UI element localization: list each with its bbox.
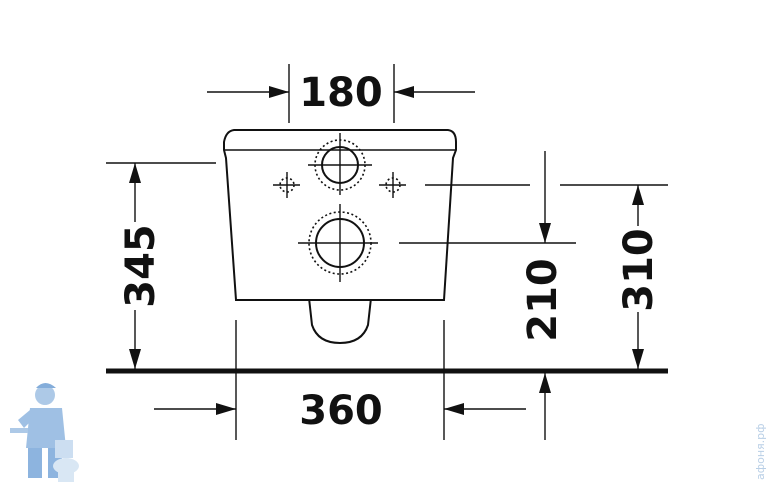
dimension-bottom-width: 360 [154,320,526,440]
plumber-mascot-icon [10,383,79,482]
dimension-label-bottom-width: 360 [299,388,383,434]
watermark-site-text: афоня.рф [754,423,767,480]
dimension-label-middle-height: 210 [520,258,566,342]
mounting-hole-right [379,172,406,198]
dimension-right-height: 310 [425,184,668,369]
dimension-top-width: 180 [207,64,475,123]
dimension-left-height: 345 [106,162,216,369]
water-inlet-hole [308,133,372,195]
dimension-label-top-width: 180 [299,70,383,116]
mounting-hole-left [273,172,300,198]
dimension-middle-height: 210 [399,151,576,440]
dimension-label-right-height: 310 [616,228,662,312]
drain-outlet-hole [298,204,378,282]
dimension-label-left-height: 345 [118,224,164,308]
